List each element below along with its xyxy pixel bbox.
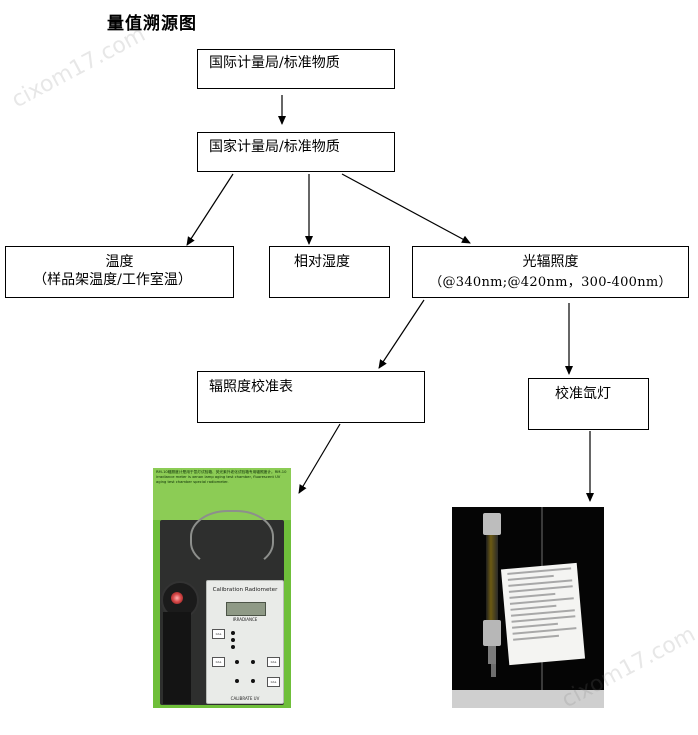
- meter-button-right: CAL: [267, 677, 280, 687]
- radiometer-device: Calibration Radiometer IRRADIANCE CAL CA…: [206, 580, 284, 704]
- arrow-national-to-temperature: [186, 173, 234, 246]
- meter-title: Calibration Radiometer: [212, 587, 278, 593]
- lamp-tube: [486, 535, 498, 623]
- meter-led: [235, 679, 239, 683]
- arrow-national-to-irradiance: [341, 173, 471, 244]
- box-national: 国家计量局/标准物质: [197, 132, 395, 172]
- meter-led: [251, 679, 255, 683]
- sensor-handle: [163, 612, 191, 704]
- meter-led: [231, 638, 235, 642]
- calibration-certificate: [500, 562, 586, 666]
- meter-footer: CALIBRATE UV: [230, 696, 260, 701]
- meter-button-bottom-left: CAL: [212, 657, 225, 667]
- box-humidity-label: 相对湿度: [294, 254, 350, 270]
- arrow-radiometer-to-photo: [298, 423, 341, 494]
- diagram-title: 量值溯源图: [107, 14, 197, 34]
- box-radiometer-label: 辐照度校准表: [209, 379, 293, 395]
- arrow-irradiance-to-radiometer: [378, 299, 425, 369]
- box-irradiance-line2: （@340nm;@420nm，300-400nm）: [429, 275, 672, 290]
- box-xenon-lamp-label: 校准氙灯: [555, 386, 611, 402]
- box-radiometer: 辐照度校准表: [197, 371, 425, 423]
- meter-led: [235, 660, 239, 664]
- box-temperature-line2: （样品架温度/工作室温）: [33, 272, 192, 288]
- box-irradiance: 光辐照度 （@340nm;@420nm，300-400nm）: [412, 246, 689, 298]
- sensor-cable: [190, 510, 274, 569]
- lamp-base-bar: [452, 690, 604, 708]
- box-humidity: 相对湿度: [269, 246, 390, 298]
- lamp-bottom-cap: [483, 620, 501, 646]
- lamp-top-cap: [483, 513, 501, 535]
- box-irradiance-line1: 光辐照度: [522, 254, 579, 270]
- meter-button-top-left: CAL: [212, 629, 225, 639]
- meter-button-bottom-right: CAL: [267, 657, 280, 667]
- meter-led: [231, 631, 235, 635]
- box-national-label: 国家计量局/标准物质: [209, 139, 340, 155]
- meter-display: [226, 602, 266, 616]
- lamp-tip: [488, 646, 496, 664]
- box-bipm-label: 国际计量局/标准物质: [209, 55, 340, 71]
- box-temperature: 温度 （样品架温度/工作室温）: [5, 246, 234, 298]
- box-temperature-line1: 温度: [105, 254, 134, 270]
- meter-led: [251, 660, 255, 664]
- meter-led: [231, 645, 235, 649]
- box-bipm: 国际计量局/标准物质: [197, 49, 395, 89]
- meter-mode: IRRADIANCE: [232, 617, 258, 622]
- sensor-lens: [171, 592, 183, 604]
- box-xenon-lamp: 校准氙灯: [528, 378, 649, 430]
